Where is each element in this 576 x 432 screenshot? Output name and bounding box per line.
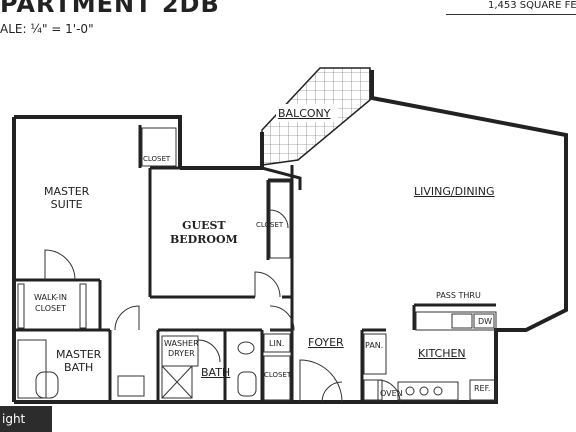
door-swings xyxy=(44,209,401,403)
master-suite-label: MASTER SUITE xyxy=(44,185,90,211)
bath-label: BATH xyxy=(201,366,231,379)
closet-foyer-label: CLOSET xyxy=(264,371,292,379)
closet-guest-label: CLOSET xyxy=(256,221,284,229)
closet-master-label: CLOSET xyxy=(143,155,171,163)
balcony-label: BALCONY xyxy=(278,107,331,120)
plan-title: PARTMENT 2DB xyxy=(0,0,220,18)
foyer-label: FOYER xyxy=(308,336,344,349)
fixtures xyxy=(17,127,497,401)
dishwasher-label: DW xyxy=(478,317,493,326)
walk-in-closet-label: WALK-IN CLOSET xyxy=(34,293,68,313)
kitchen-label: KITCHEN xyxy=(418,347,466,360)
living-dining-label: LIVING/DINING xyxy=(414,185,495,198)
washer-dryer-label: WASHER DRYER xyxy=(164,339,199,358)
header-rule xyxy=(446,14,576,15)
master-bath-label: MASTER BATH xyxy=(56,348,102,374)
plan-scale: ALE: ¼" = 1'-0" xyxy=(0,22,94,36)
balcony xyxy=(261,67,371,166)
oven-label: OVEN xyxy=(380,389,403,398)
watermark: ight xyxy=(0,406,52,432)
square-footage: 1,453 SQUARE FE xyxy=(488,0,576,11)
guest-bedroom-label: GUEST BEDROOM xyxy=(170,219,238,246)
linen-label: LIN. xyxy=(269,339,285,348)
refrigerator-label: REF. xyxy=(474,384,491,393)
pantry-label: PAN. xyxy=(365,341,384,350)
pass-thru-label: PASS THRU xyxy=(436,291,481,300)
